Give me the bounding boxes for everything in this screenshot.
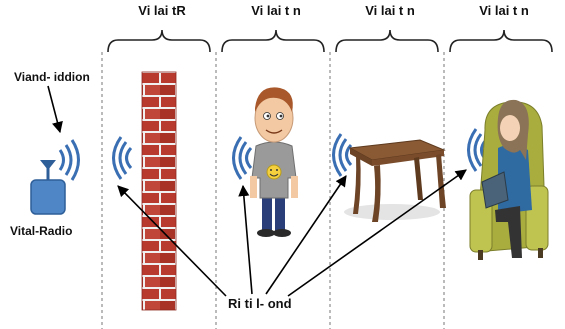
reflection-wave-icon — [232, 136, 253, 180]
radio-bottom-label: Vital-Radio — [10, 224, 73, 238]
column-braces — [107, 29, 553, 53]
reflection-wave-icon — [332, 133, 353, 177]
reflections-label: Ri ti l- ond — [228, 296, 292, 311]
column-title-2: Vi lai t n — [251, 3, 301, 18]
column-title-4: Vi lai t n — [479, 3, 529, 18]
brick-wall-image — [141, 71, 177, 311]
column-title-1: Vi lai tR — [138, 3, 186, 18]
reflection-arrows — [117, 169, 467, 297]
reflection-wave-icon — [112, 136, 133, 180]
radio-device-icon — [30, 139, 80, 215]
person-reading-armchair-image — [469, 99, 549, 260]
standing-person-image — [250, 87, 298, 237]
label-pointer-arrow — [47, 85, 63, 134]
wooden-table-image — [344, 139, 446, 222]
radio-top-label: Viand- iddion — [14, 70, 90, 84]
column-title-3: Vi lai t n — [365, 3, 415, 18]
